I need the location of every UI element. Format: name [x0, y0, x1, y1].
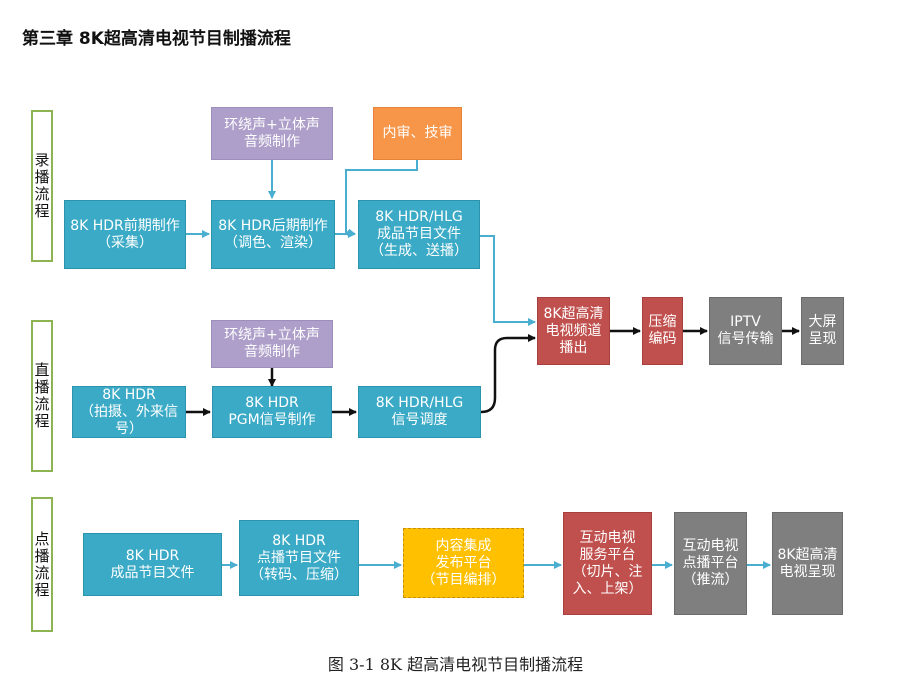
box-record-pre-production: 8K HDR前期制作 （采集）: [64, 200, 186, 269]
box-line: 点播节目文件: [257, 549, 341, 566]
box-vod-service-platform: 互动电视 服务平台 （切片、注 入、上架）: [563, 512, 652, 615]
arrow-file-to-broadcast: [480, 235, 536, 326]
box-line: 8K HDR/HLG: [375, 209, 463, 225]
box-line: 内容集成: [435, 537, 492, 554]
box-vod-present: 8K超高清 电视呈现: [772, 512, 843, 615]
box-line: 8K HDR: [125, 547, 180, 564]
box-line: 成品节目文件: [110, 564, 195, 581]
box-line: 发布平台: [435, 554, 492, 571]
lane-vod: 点播流程: [31, 497, 53, 632]
box-record-final-file: 8K HDR/HLG 成品节目文件 （生成、送播）: [358, 200, 480, 269]
box-line: 8K HDR: [272, 532, 326, 549]
box-line: 8K超高清: [777, 546, 838, 563]
box-line: 压缩: [648, 314, 677, 330]
box-vod-file: 8K HDR 点播节目文件 （转码、压缩）: [239, 520, 359, 596]
box-big-screen: 大屏 呈现: [801, 297, 844, 365]
box-line: （生成、送播）: [370, 243, 468, 259]
arrow-review-to-file: [345, 160, 418, 237]
box-line: 8K超高清: [543, 305, 604, 322]
box-line: 音频制作: [244, 344, 300, 360]
box-line: 信号传输: [717, 331, 774, 347]
box-line: 号）: [115, 420, 143, 437]
lane-record-label: 录播流程: [32, 152, 51, 220]
box-line: （转码、压缩）: [250, 566, 348, 583]
box-vod-publish-platform: 内容集成 发布平台 （节目编排）: [403, 528, 524, 598]
box-line: 呈现: [808, 331, 837, 347]
box-line: 播出: [559, 339, 588, 356]
box-line: 电视呈现: [779, 563, 836, 580]
arrow-adj-to-broadcast: [480, 334, 536, 414]
box-line: 环绕声+立体声: [224, 116, 320, 133]
box-live-pgm: 8K HDR PGM信号制作: [212, 386, 332, 438]
box-record-review: 内审、技审: [373, 107, 462, 160]
box-line: 电视频道: [545, 322, 602, 339]
box-vod-final-file: 8K HDR 成品节目文件: [83, 533, 222, 596]
box-line: 互动电视: [579, 529, 636, 546]
box-line: 互动电视: [682, 538, 739, 554]
box-line: 环绕声+立体声: [224, 327, 320, 343]
box-live-dispatch: 8K HDR/HLG 信号调度: [358, 386, 481, 438]
box-line: 8K HDR: [102, 386, 156, 403]
box-record-audio: 环绕声+立体声 音频制作: [211, 107, 333, 160]
box-line: （切片、注: [572, 563, 643, 580]
box-record-post-production: 8K HDR后期制作 （调色、渲染）: [211, 200, 335, 269]
lane-vod-label: 点播流程: [32, 530, 51, 599]
box-line: （调色、渲染）: [224, 234, 322, 251]
box-line: 8K HDR/HLG: [375, 395, 464, 411]
box-line: 8K HDR前期制作: [70, 217, 180, 234]
page-title: 第三章 8K超高清电视节目制播流程: [22, 29, 291, 49]
box-compress-encode: 压缩 编码: [642, 297, 683, 365]
box-line: （拍摄、外来信: [80, 403, 178, 420]
box-line: 音频制作: [244, 133, 300, 150]
box-live-source: 8K HDR （拍摄、外来信 号）: [72, 386, 186, 438]
box-line: 成品节目文件: [377, 226, 461, 242]
box-iptv-transmission: IPTV 信号传输: [709, 297, 782, 365]
box-line: 8K HDR后期制作: [218, 217, 328, 234]
box-channel-broadcast: 8K超高清 电视频道 播出: [537, 297, 610, 365]
box-line: 点播平台: [682, 555, 739, 571]
box-line: PGM信号制作: [228, 412, 316, 428]
lane-record: 录播流程: [31, 110, 53, 262]
box-line: （采集）: [97, 234, 153, 251]
lane-live: 直播流程: [31, 320, 53, 472]
box-line: （推流）: [682, 572, 739, 588]
box-live-audio: 环绕声+立体声 音频制作: [211, 320, 333, 368]
lane-live-label: 直播流程: [32, 362, 51, 430]
figure-caption: 图 3-1 8K 超高清电视节目制播流程: [327, 655, 584, 674]
box-line: 内审、技审: [382, 125, 453, 141]
box-line: 8K HDR: [245, 395, 299, 411]
box-line: （节目编排）: [421, 571, 506, 588]
box-line: 大屏: [808, 314, 837, 330]
box-line: 信号调度: [391, 412, 448, 428]
box-line: IPTV: [730, 314, 761, 330]
box-line: 入、上架）: [572, 580, 643, 597]
box-line: 编码: [648, 331, 677, 347]
box-vod-push-platform: 互动电视 点播平台 （推流）: [674, 512, 747, 615]
box-line: 服务平台: [579, 546, 636, 563]
